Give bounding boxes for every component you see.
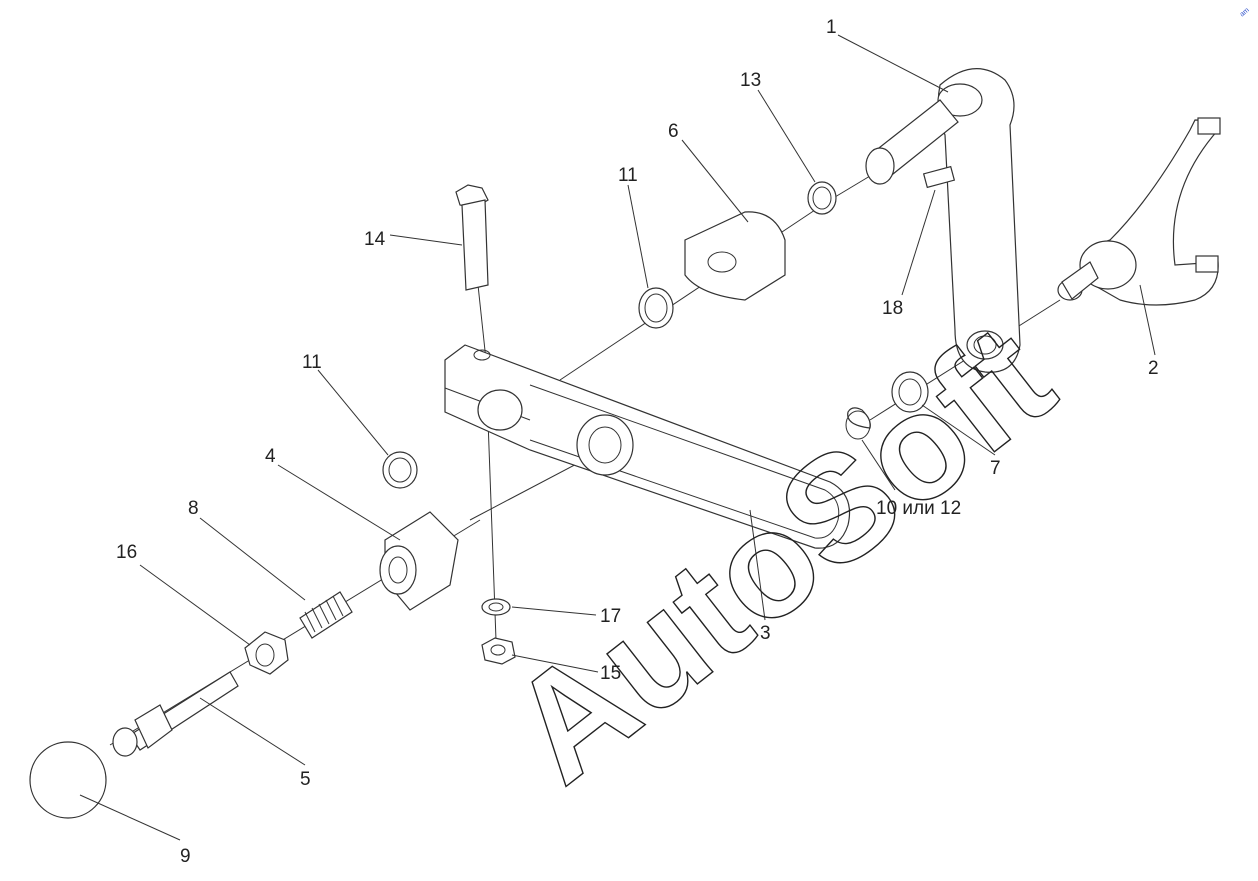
- part-16-nut: [244, 631, 289, 675]
- part-14-bolt: [455, 184, 489, 291]
- part-13-washer: [807, 181, 837, 215]
- callout-7: 7: [990, 458, 1001, 479]
- part-5-rod: [112, 671, 239, 757]
- part-9-knob: [29, 741, 107, 819]
- callout-11-lower: 11: [302, 352, 322, 373]
- callout-2: 2: [1148, 358, 1159, 379]
- part-11-ring-lower: [382, 451, 418, 489]
- part-17-washer: [481, 598, 511, 616]
- part-6-block: [684, 211, 786, 301]
- callout-16: 16: [116, 542, 137, 563]
- part-4-housing: [379, 511, 459, 611]
- part-3-arm: [444, 344, 851, 549]
- corner-watermark: am: [1239, 7, 1251, 19]
- callout-4: 4: [265, 446, 276, 467]
- part-2-fork: [1057, 117, 1221, 306]
- watermark-text: AutoSoft: [479, 292, 1081, 814]
- callout-9: 9: [180, 846, 191, 867]
- part-10-snap-ring: [845, 407, 871, 440]
- callout-13: 13: [740, 70, 761, 91]
- part-15-nut: [481, 637, 516, 665]
- callout-18: 18: [882, 298, 903, 319]
- part-8-spring: [299, 591, 353, 639]
- part-7-washer: [891, 371, 929, 413]
- callout-labels: 1 2 3 4 5 6 7 8 9 10 или 12 11 11 13 14 …: [116, 17, 1159, 867]
- part-1-lever: [865, 68, 1021, 373]
- callout-5: 5: [300, 769, 311, 790]
- callout-6: 6: [668, 121, 679, 142]
- callout-3: 3: [760, 623, 771, 644]
- callout-15: 15: [600, 663, 621, 684]
- callout-10-or-12: 10 или 12: [876, 498, 961, 519]
- part-11-ring-upper: [638, 287, 674, 329]
- callout-11-upper: 11: [618, 165, 638, 186]
- callout-17: 17: [600, 606, 621, 627]
- callout-8: 8: [188, 498, 199, 519]
- callout-1: 1: [826, 17, 837, 38]
- callout-14: 14: [364, 229, 386, 250]
- leader-lines: [79, 34, 1156, 841]
